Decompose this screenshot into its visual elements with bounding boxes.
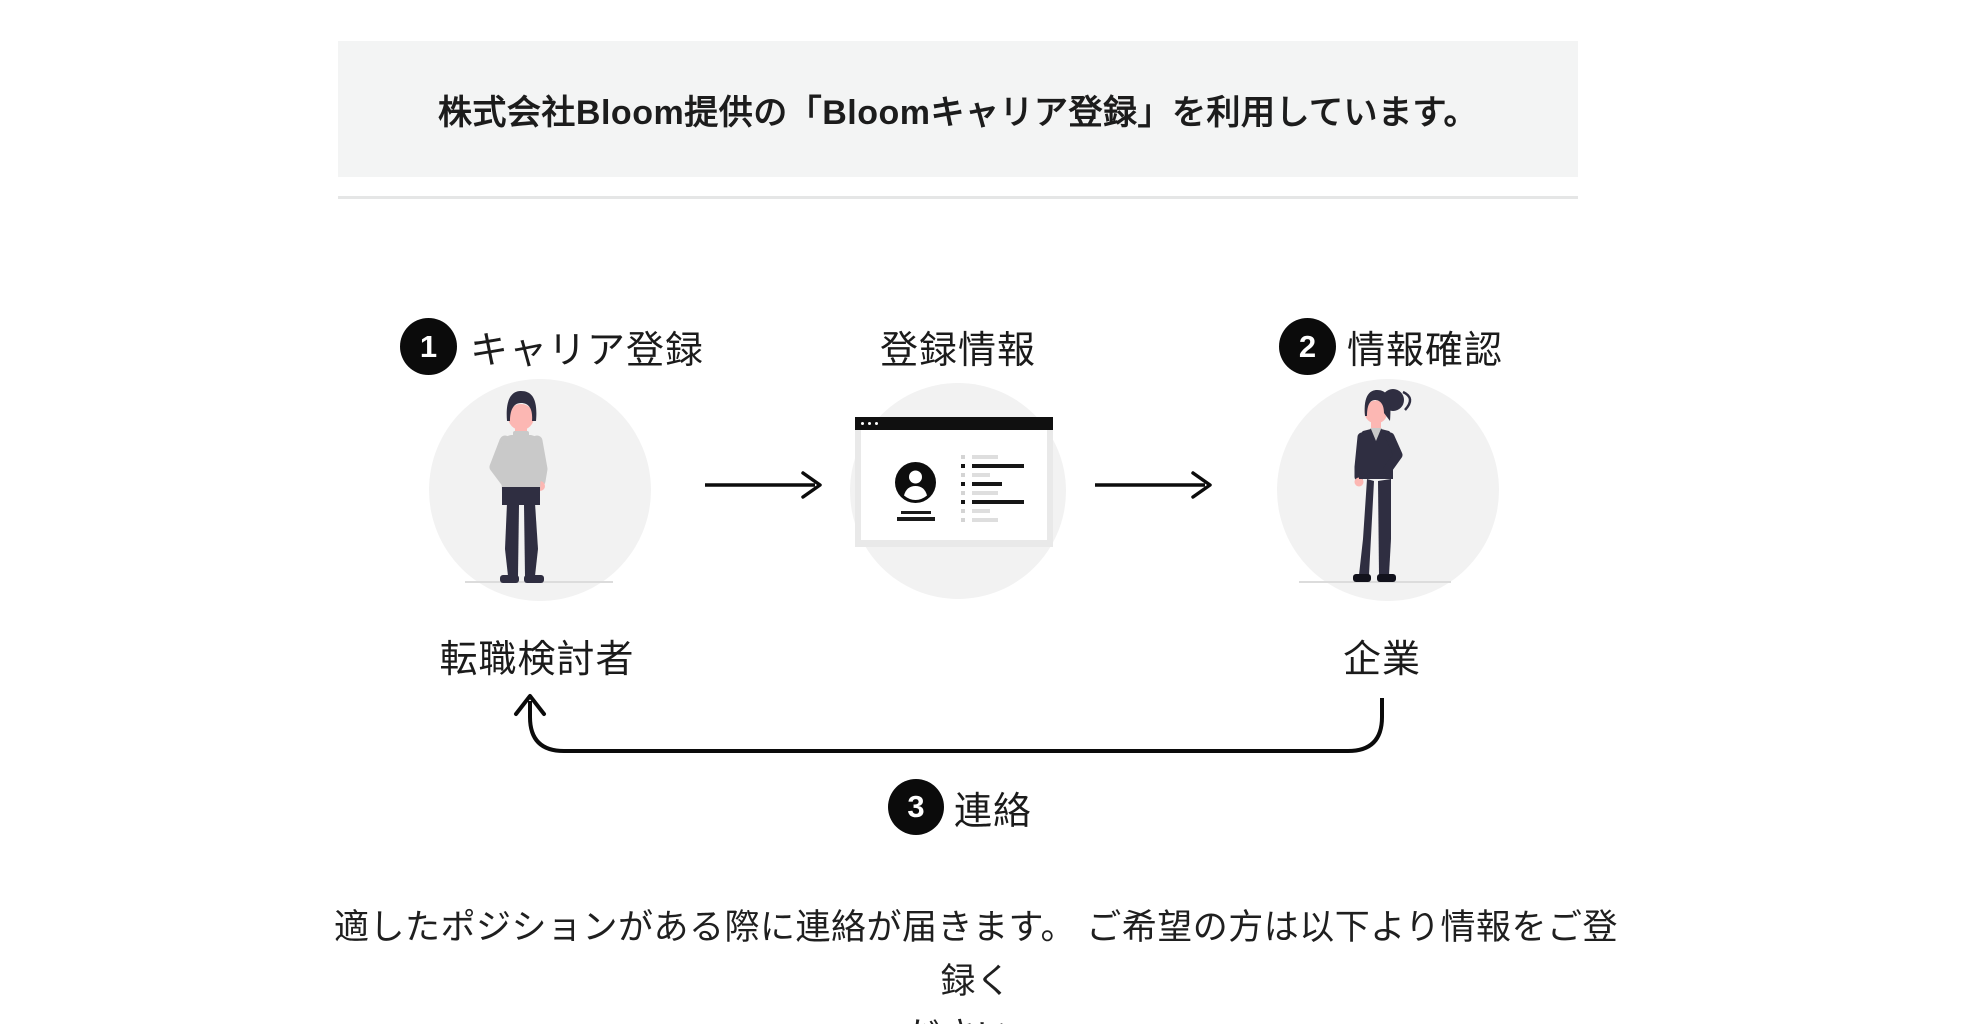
job-seeker-illustration [429,379,651,601]
flow-arrow-right-2-icon [1095,471,1212,499]
step-1-label: キャリア登録 [470,330,705,372]
browser-content [861,430,1047,540]
step-2-badge: 2 [1279,318,1336,375]
step-3-badge: 3 [888,779,944,835]
profile-underline [897,517,935,521]
registration-note: 適したポジションがある際に連絡が届きます。 ご希望の方は以下より情報をご登録く … [320,901,1632,1024]
company-label: 企業 [1342,639,1421,681]
browser-titlebar [855,417,1053,430]
browser-dot-icon [868,422,871,425]
registration-screen-illustration [855,417,1053,547]
flow-arrow-right-1-icon [705,471,822,499]
company-illustration [1277,379,1499,601]
registration-info-label: 登録情報 [879,330,1036,372]
registration-note-line-2: ださい。 [320,1009,1632,1024]
job-seeker-figure-icon [465,391,613,583]
section-divider [338,196,1578,199]
browser-dot-icon [861,422,864,425]
profile-detail-lines [961,455,1024,522]
step-2-label: 情報確認 [1347,330,1504,372]
user-avatar-icon [895,462,936,503]
job-seeker-label: 転職検討者 [439,639,635,681]
profile-underline [901,511,931,514]
step-1-badge: 1 [400,318,457,375]
registration-note-line-1: 適したポジションがある際に連絡が届きます。 ご希望の方は以下より情報をご登録く [333,908,1619,1001]
browser-dot-icon [875,422,878,425]
company-figure-icon [1299,389,1451,583]
step-3-label: 連絡 [954,790,1033,833]
provider-banner: 株式会社Bloom提供の「Bloomキャリア登録」を利用しています。 [338,41,1578,177]
provider-banner-text: 株式会社Bloom提供の「Bloomキャリア登録」を利用しています。 [437,93,1479,132]
return-arrow-icon [514,694,1384,753]
